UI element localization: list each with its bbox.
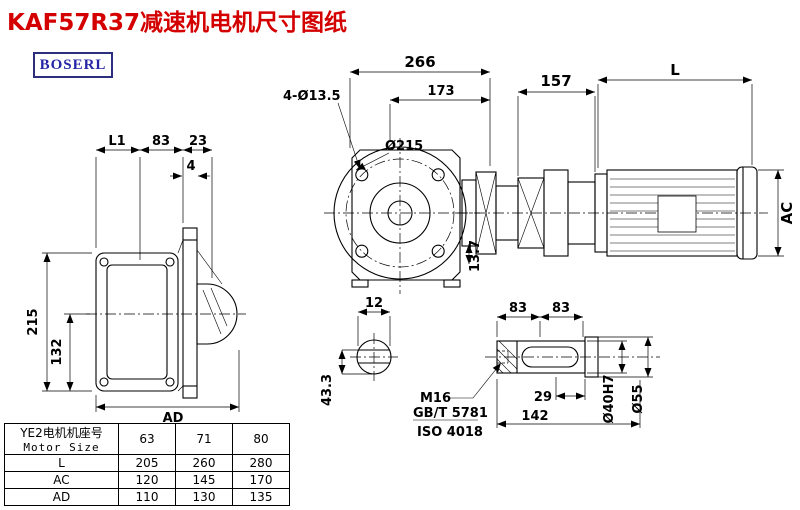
table-cell: 135 [232,488,290,506]
dim-132: 132 [50,338,65,365]
dim-43-3: 43.3 [320,374,335,406]
dim-L1: L1 [108,134,125,149]
dim-4: 4 [186,159,195,174]
table-cell: 145 [175,471,233,489]
dim-13-7: 13.7 [468,240,483,272]
motor-nameplate [657,195,697,233]
output-bearing-housing [196,283,238,345]
dim-12: 12 [365,296,383,311]
keyway-slot [521,346,579,368]
brand-logo: BOSERL [33,52,113,78]
table-header-cell: YE2电机机座号 Motor Size [4,423,119,455]
mounting-flange-plate [182,227,198,399]
table-cell: 205 [118,454,176,472]
dim-83-a: 83 [509,301,527,316]
row-label: L [4,454,119,472]
shaft-collar [584,336,599,378]
motor-side-view: 157 L AC 13.7 [455,61,796,272]
dim-215: 215 [26,308,41,335]
label-iso-4018: ISO 4018 [417,425,483,440]
table-cell: 260 [175,454,233,472]
shaft-bore [387,200,413,226]
row-label: AC [4,471,119,489]
label-gbt-5781: GB/T 5781 [413,406,488,421]
dim-29: 29 [534,390,552,405]
table-cell: 110 [118,488,176,506]
dim-173: 173 [427,84,454,99]
dim-d40H7: Ø40H7 [602,374,617,423]
front-flange-view: 266 173 4-Ø13.5 Ø215 [283,53,491,294]
dim-bolt-holes: 4-Ø13.5 [283,89,341,104]
table-row-AD: AD 110 130 135 [4,488,290,506]
fan-cowl [736,166,758,260]
table-row-AC: AC 120 145 170 [4,471,290,489]
dim-23: 23 [189,134,207,149]
key-cross-section: 12 43.3 [320,296,398,406]
dim-83-b: 83 [552,301,570,316]
motor-size-table: YE2电机机座号 Motor Size 63 71 80 L 205 260 2… [4,423,290,506]
shaft-section-circle [356,339,392,375]
housing-front-outline [351,149,461,281]
table-header-cn: YE2电机机座号 [20,426,103,440]
row-label: AD [4,488,119,506]
dim-L: L [670,61,680,79]
dim-flange-dia: Ø215 [385,139,423,154]
page-title: KAF57R37减速机电机尺寸图纸 [7,10,348,36]
table-cell: 120 [118,471,176,489]
label-M16: M16 [420,391,451,406]
table-row-L: L 205 260 280 [4,454,290,472]
table-cell: 130 [175,488,233,506]
table-header-en: Motor Size [23,441,100,454]
dim-266: 266 [404,53,435,71]
shaft-detail-view: 83 83 29 142 Ø40H7 Ø55 M16 GB/T 5781 ISO… [413,301,660,440]
table-cell: 280 [232,454,290,472]
dim-157: 157 [540,72,571,90]
dim-AC: AC [778,202,796,225]
gearbox-housing [95,252,179,392]
left-side-view: L1 83 23 4 215 132 AD [26,134,246,426]
size-63: 63 [118,423,176,455]
table-cell: 170 [232,471,290,489]
dim-83-top: 83 [152,134,170,149]
dim-d55: Ø55 [631,384,646,413]
size-80: 80 [232,423,290,455]
size-71: 71 [175,423,233,455]
dim-AD: AD [163,411,184,426]
dim-142: 142 [521,409,548,424]
